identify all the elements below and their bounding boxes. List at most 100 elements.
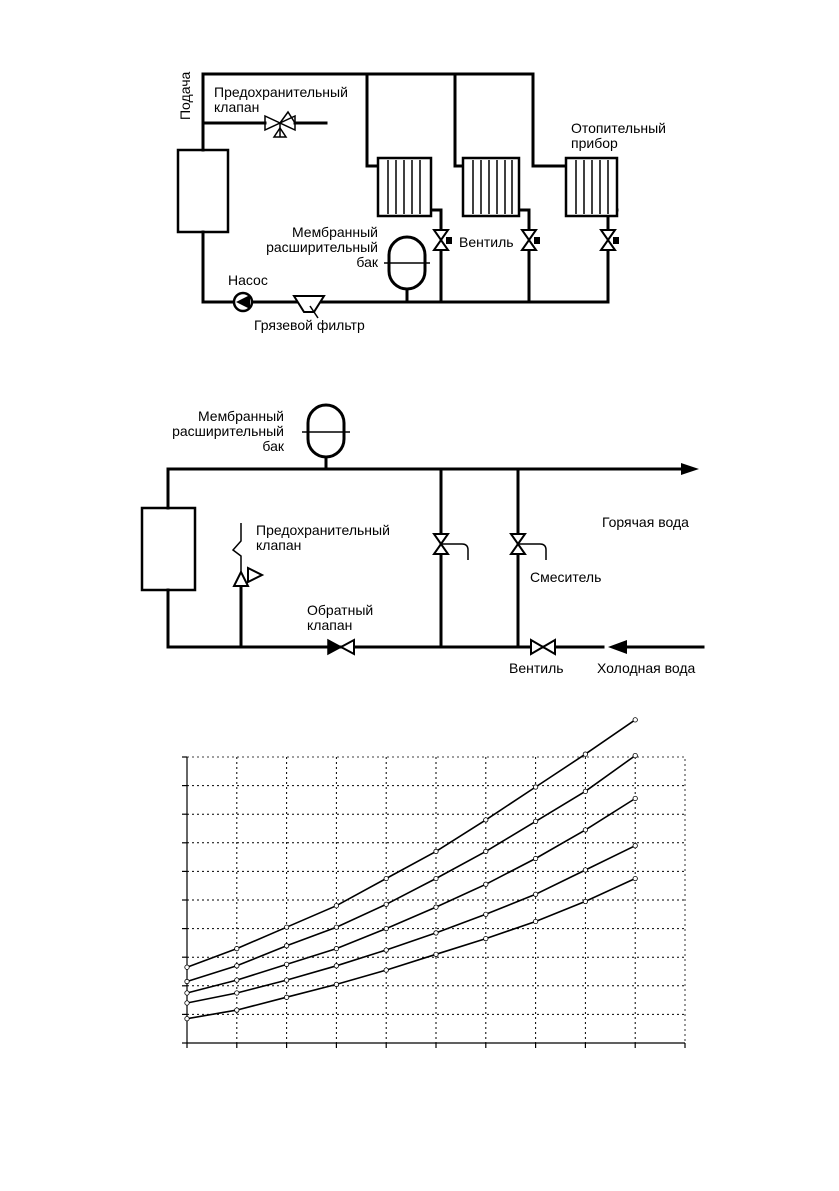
valve-icon-3 bbox=[599, 229, 619, 251]
pump-label: Насос bbox=[228, 272, 268, 288]
series-line-4 bbox=[186, 844, 636, 1004]
data-point bbox=[433, 930, 439, 936]
expansion-tank-2-icon bbox=[302, 403, 350, 471]
radiator-outlet-1 bbox=[429, 208, 443, 232]
data-point bbox=[532, 855, 539, 862]
radiator-2 bbox=[461, 156, 521, 218]
data-point bbox=[582, 867, 589, 873]
data-point bbox=[433, 951, 439, 957]
boiler bbox=[176, 148, 230, 234]
data-point bbox=[184, 964, 190, 970]
chart-series bbox=[184, 717, 638, 1022]
data-point bbox=[433, 904, 439, 910]
supply-label: Подача bbox=[177, 72, 193, 120]
data-point bbox=[333, 903, 339, 909]
valve-2-label: Вентиль bbox=[509, 660, 564, 676]
data-point bbox=[532, 891, 539, 897]
data-point bbox=[283, 994, 290, 1000]
data-point bbox=[283, 924, 290, 930]
data-point bbox=[582, 898, 589, 905]
data-point bbox=[333, 924, 339, 930]
chart-axes bbox=[182, 756, 686, 1048]
series-line-2 bbox=[186, 754, 636, 983]
data-point bbox=[283, 977, 290, 983]
data-point bbox=[632, 717, 638, 723]
data-point bbox=[184, 990, 190, 996]
supply-pipe bbox=[201, 72, 570, 168]
cold-water-arrow-icon bbox=[608, 640, 627, 654]
data-point bbox=[483, 936, 489, 942]
pump-icon bbox=[232, 291, 254, 313]
series-line-3 bbox=[186, 797, 636, 994]
cold-return-pipe bbox=[166, 588, 605, 649]
mixer-valve-1-icon bbox=[432, 533, 469, 560]
branch-pipe-1 bbox=[365, 72, 380, 168]
valve-2-icon bbox=[530, 638, 556, 656]
radiator-outlet-2 bbox=[517, 208, 531, 232]
series-line-1 bbox=[186, 719, 636, 968]
data-point bbox=[234, 1007, 240, 1013]
safety-valve-icon bbox=[264, 110, 328, 138]
valve-icon-1 bbox=[432, 229, 452, 251]
hot-water-pipe bbox=[166, 467, 685, 510]
data-point bbox=[632, 752, 638, 759]
hot-water-label: Горячая вода bbox=[602, 514, 689, 530]
plot-frame bbox=[186, 756, 686, 1044]
data-point bbox=[532, 784, 539, 790]
data-point bbox=[582, 751, 589, 757]
data-point bbox=[483, 848, 489, 854]
series-line-5 bbox=[186, 877, 636, 1020]
valve-label: Вентиль bbox=[459, 234, 514, 250]
check-valve-icon bbox=[327, 638, 355, 656]
dirt-filter-icon bbox=[292, 295, 326, 319]
safety-valve-2-icon bbox=[231, 523, 265, 587]
data-point bbox=[433, 848, 439, 854]
data-point bbox=[333, 981, 339, 987]
expansion-tank-icon bbox=[384, 235, 430, 304]
data-point bbox=[383, 947, 389, 953]
data-point bbox=[234, 946, 240, 952]
data-point bbox=[582, 788, 589, 794]
data-point bbox=[483, 881, 489, 887]
data-point bbox=[333, 946, 339, 952]
data-point bbox=[632, 795, 638, 802]
data-point bbox=[582, 827, 589, 833]
data-point bbox=[234, 977, 240, 983]
data-point bbox=[532, 818, 539, 824]
cold-water-label: Холодная вода bbox=[597, 660, 696, 676]
branch-pipe-2 bbox=[453, 72, 465, 168]
data-point bbox=[383, 967, 389, 973]
data-point bbox=[532, 918, 539, 925]
data-point bbox=[483, 911, 489, 917]
data-point bbox=[283, 961, 290, 967]
data-point bbox=[383, 901, 389, 907]
data-point bbox=[632, 843, 638, 849]
data-point bbox=[184, 978, 190, 985]
chart-grid bbox=[187, 757, 685, 1043]
data-point bbox=[483, 817, 489, 823]
data-point bbox=[184, 1000, 190, 1006]
mixer-valve-2-icon bbox=[509, 533, 547, 560]
radiator-1 bbox=[376, 156, 433, 218]
dirt-filter-label: Грязевой фильтр bbox=[254, 317, 365, 333]
mixer-label: Смеситель bbox=[530, 569, 601, 585]
data-point bbox=[184, 1016, 190, 1022]
line-chart bbox=[182, 717, 686, 1048]
data-point bbox=[234, 963, 240, 969]
data-point bbox=[383, 925, 389, 932]
valve-icon-2 bbox=[520, 229, 540, 251]
data-point bbox=[283, 943, 290, 949]
data-point bbox=[333, 963, 339, 969]
hot-water-arrow-icon bbox=[681, 463, 699, 475]
radiator-3 bbox=[564, 156, 619, 218]
data-point bbox=[383, 875, 389, 882]
